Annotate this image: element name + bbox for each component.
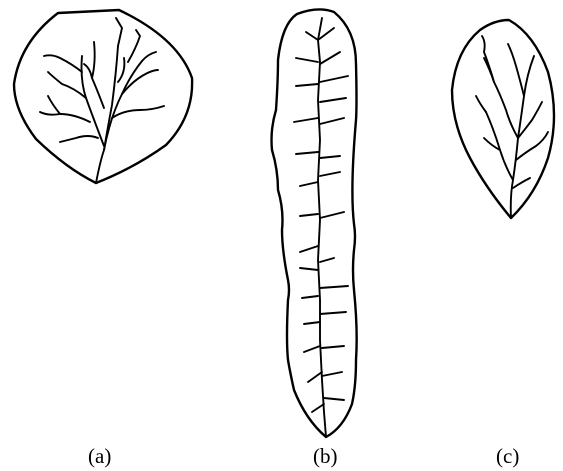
leaf-b	[272, 9, 357, 437]
leaf-c-veins	[476, 36, 548, 218]
leaf-b-veins	[294, 18, 348, 437]
leaf-a-outline	[14, 10, 192, 183]
panel-label-b: (b)	[313, 446, 338, 467]
leaf-b-outline	[272, 9, 357, 437]
panel-label-a: (a)	[88, 446, 111, 467]
leaf-a	[14, 10, 192, 183]
leaf-c	[452, 20, 554, 218]
panel-label-c: (c)	[496, 446, 519, 467]
leaf-c-outline	[452, 20, 554, 218]
